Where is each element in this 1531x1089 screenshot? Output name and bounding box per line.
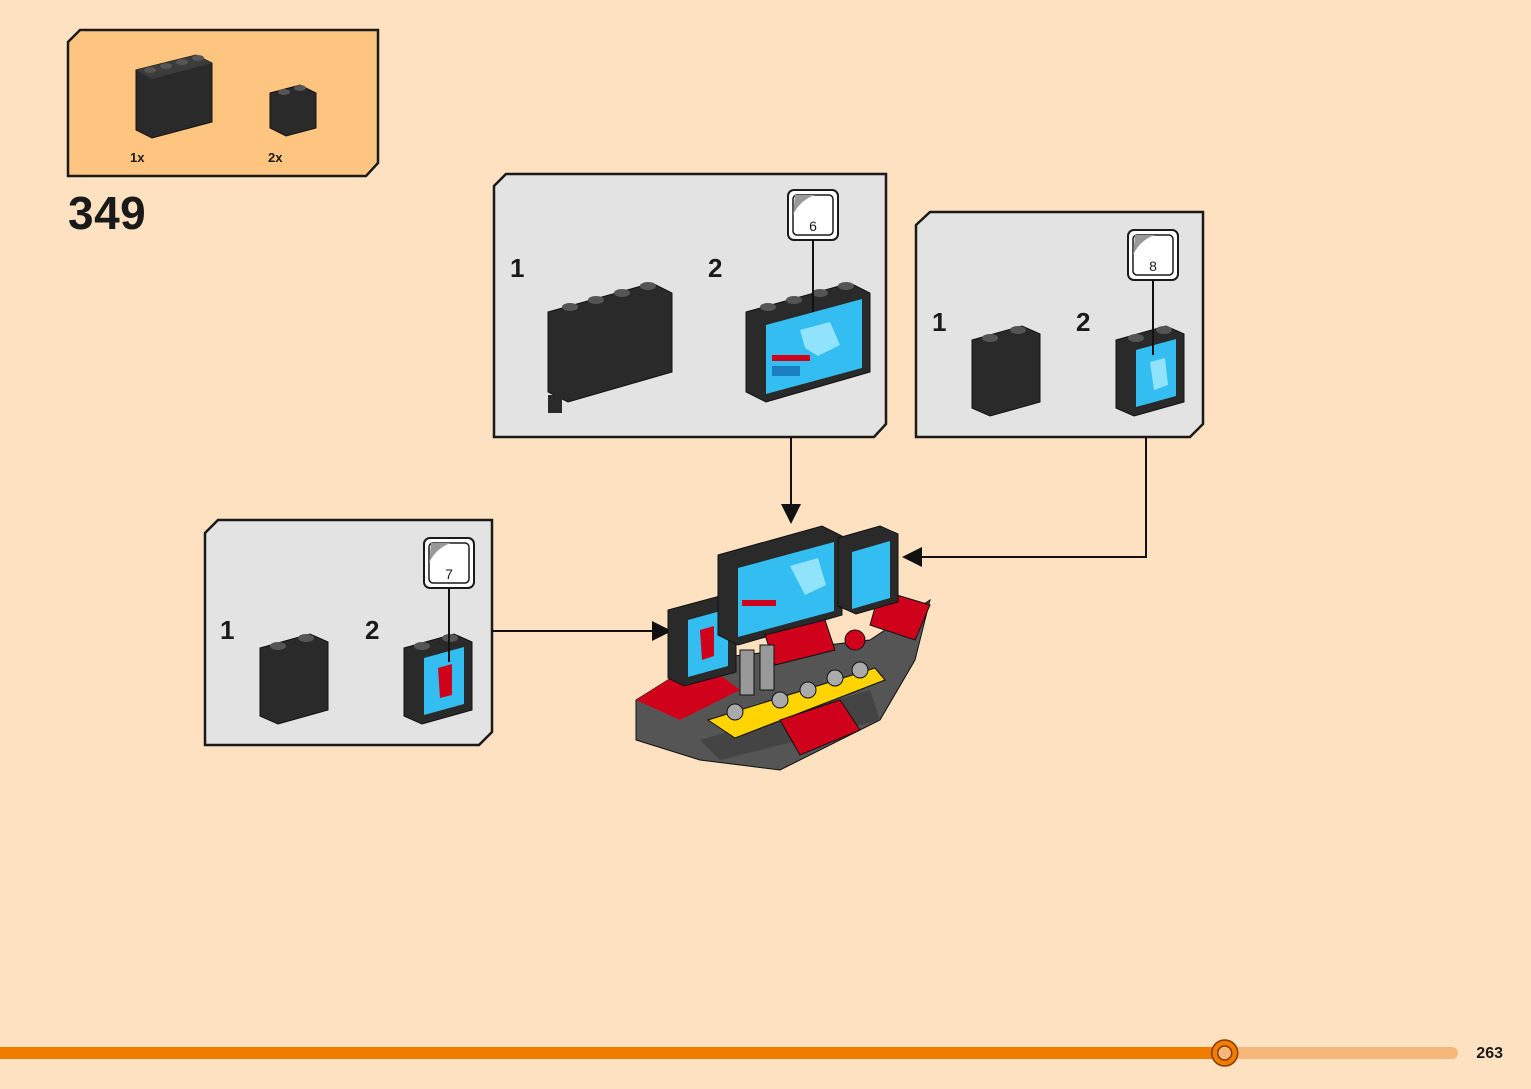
substep2-label-1: 1 (932, 307, 947, 337)
part-qty-1: 1x (130, 150, 145, 165)
substep1-label-1: 1 (510, 253, 525, 283)
progress-knob-icon (1210, 1039, 1239, 1067)
sticker-number-6: 6 (809, 218, 817, 234)
parts-callout-box (66, 28, 380, 178)
substep2-panel-stickered (1115, 325, 1185, 417)
part-qty-2: 2x (268, 150, 283, 165)
sticker-icon-7 (423, 537, 475, 662)
main-model-assembly (635, 525, 931, 771)
progress-bar (0, 1039, 1458, 1067)
step-number: 349 (68, 187, 147, 239)
substep2-label-2: 2 (1076, 307, 1091, 337)
substep3-panel-plain (259, 633, 329, 725)
substep1-panel-stickered (745, 282, 871, 403)
sticker-number-7: 7 (445, 566, 453, 582)
substep2-panel-plain (971, 325, 1041, 417)
substep1-label-2: 2 (708, 253, 723, 283)
sticker-number-8: 8 (1149, 258, 1157, 274)
sticker-icon-6 (787, 189, 839, 312)
substep3-label-1: 1 (220, 615, 235, 645)
assembly-arrows (492, 437, 1147, 641)
sticker-icon-8 (1127, 229, 1179, 355)
substep3-panel-stickered (403, 633, 473, 725)
part-panel-large (135, 54, 213, 139)
page-number: 263 (1476, 1045, 1503, 1062)
substep1-panel-plain (547, 282, 673, 413)
substep3-label-2: 2 (365, 615, 380, 645)
part-panel-small (269, 84, 317, 137)
